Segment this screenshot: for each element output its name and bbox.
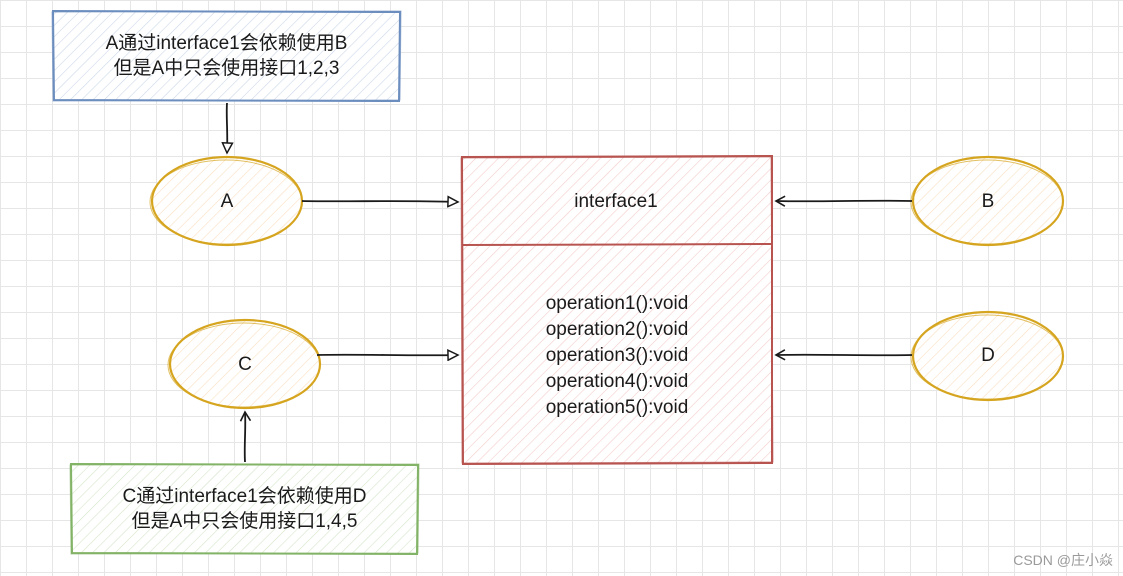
operation-item: operation1():void — [545, 293, 689, 314]
node-d-label: D — [981, 345, 995, 366]
node-a-label: A — [220, 191, 234, 212]
operation-item: operation2():void — [545, 319, 689, 340]
node-c-label: C — [238, 354, 252, 375]
arrow-a-to-interface — [301, 201, 458, 202]
interface-box — [460, 154, 774, 466]
interface-divider — [461, 243, 773, 246]
note-a-box — [51, 9, 402, 103]
watermark: CSDN @庄小焱 — [1013, 552, 1113, 568]
arrow-c-to-interface — [316, 355, 458, 356]
note-c-line1: C通过interface1会依赖使用D — [122, 486, 367, 507]
interface-name: interface1 — [574, 191, 658, 212]
note-a-line2: 但是A中只会使用接口1,2,3 — [113, 58, 340, 79]
arrow-d-to-interface — [774, 349, 913, 361]
arrow-note-c-to-c — [239, 410, 252, 463]
note-a: A通过interface1会依赖使用B 但是A中只会使用接口1,2,3 — [53, 11, 400, 101]
node-b-label: B — [981, 191, 995, 212]
note-c: C通过interface1会依赖使用D 但是A中只会使用接口1,4,5 — [71, 464, 418, 554]
interface-operations: operation1():void operation2():void oper… — [462, 291, 772, 421]
node-c-ellipse — [167, 318, 322, 410]
operation-item: operation5():void — [545, 397, 689, 418]
node-b-ellipse — [910, 155, 1065, 247]
note-c-box — [69, 462, 420, 556]
arrow-b-to-interface — [774, 195, 913, 207]
arrow-note-a-to-a — [227, 102, 228, 153]
note-c-line2: 但是A中只会使用接口1,4,5 — [131, 511, 358, 532]
note-a-line1: A通过interface1会依赖使用B — [105, 33, 348, 54]
operation-item: operation3():void — [545, 345, 689, 366]
operation-item: operation4():void — [545, 371, 689, 392]
node-d-ellipse — [910, 310, 1065, 402]
